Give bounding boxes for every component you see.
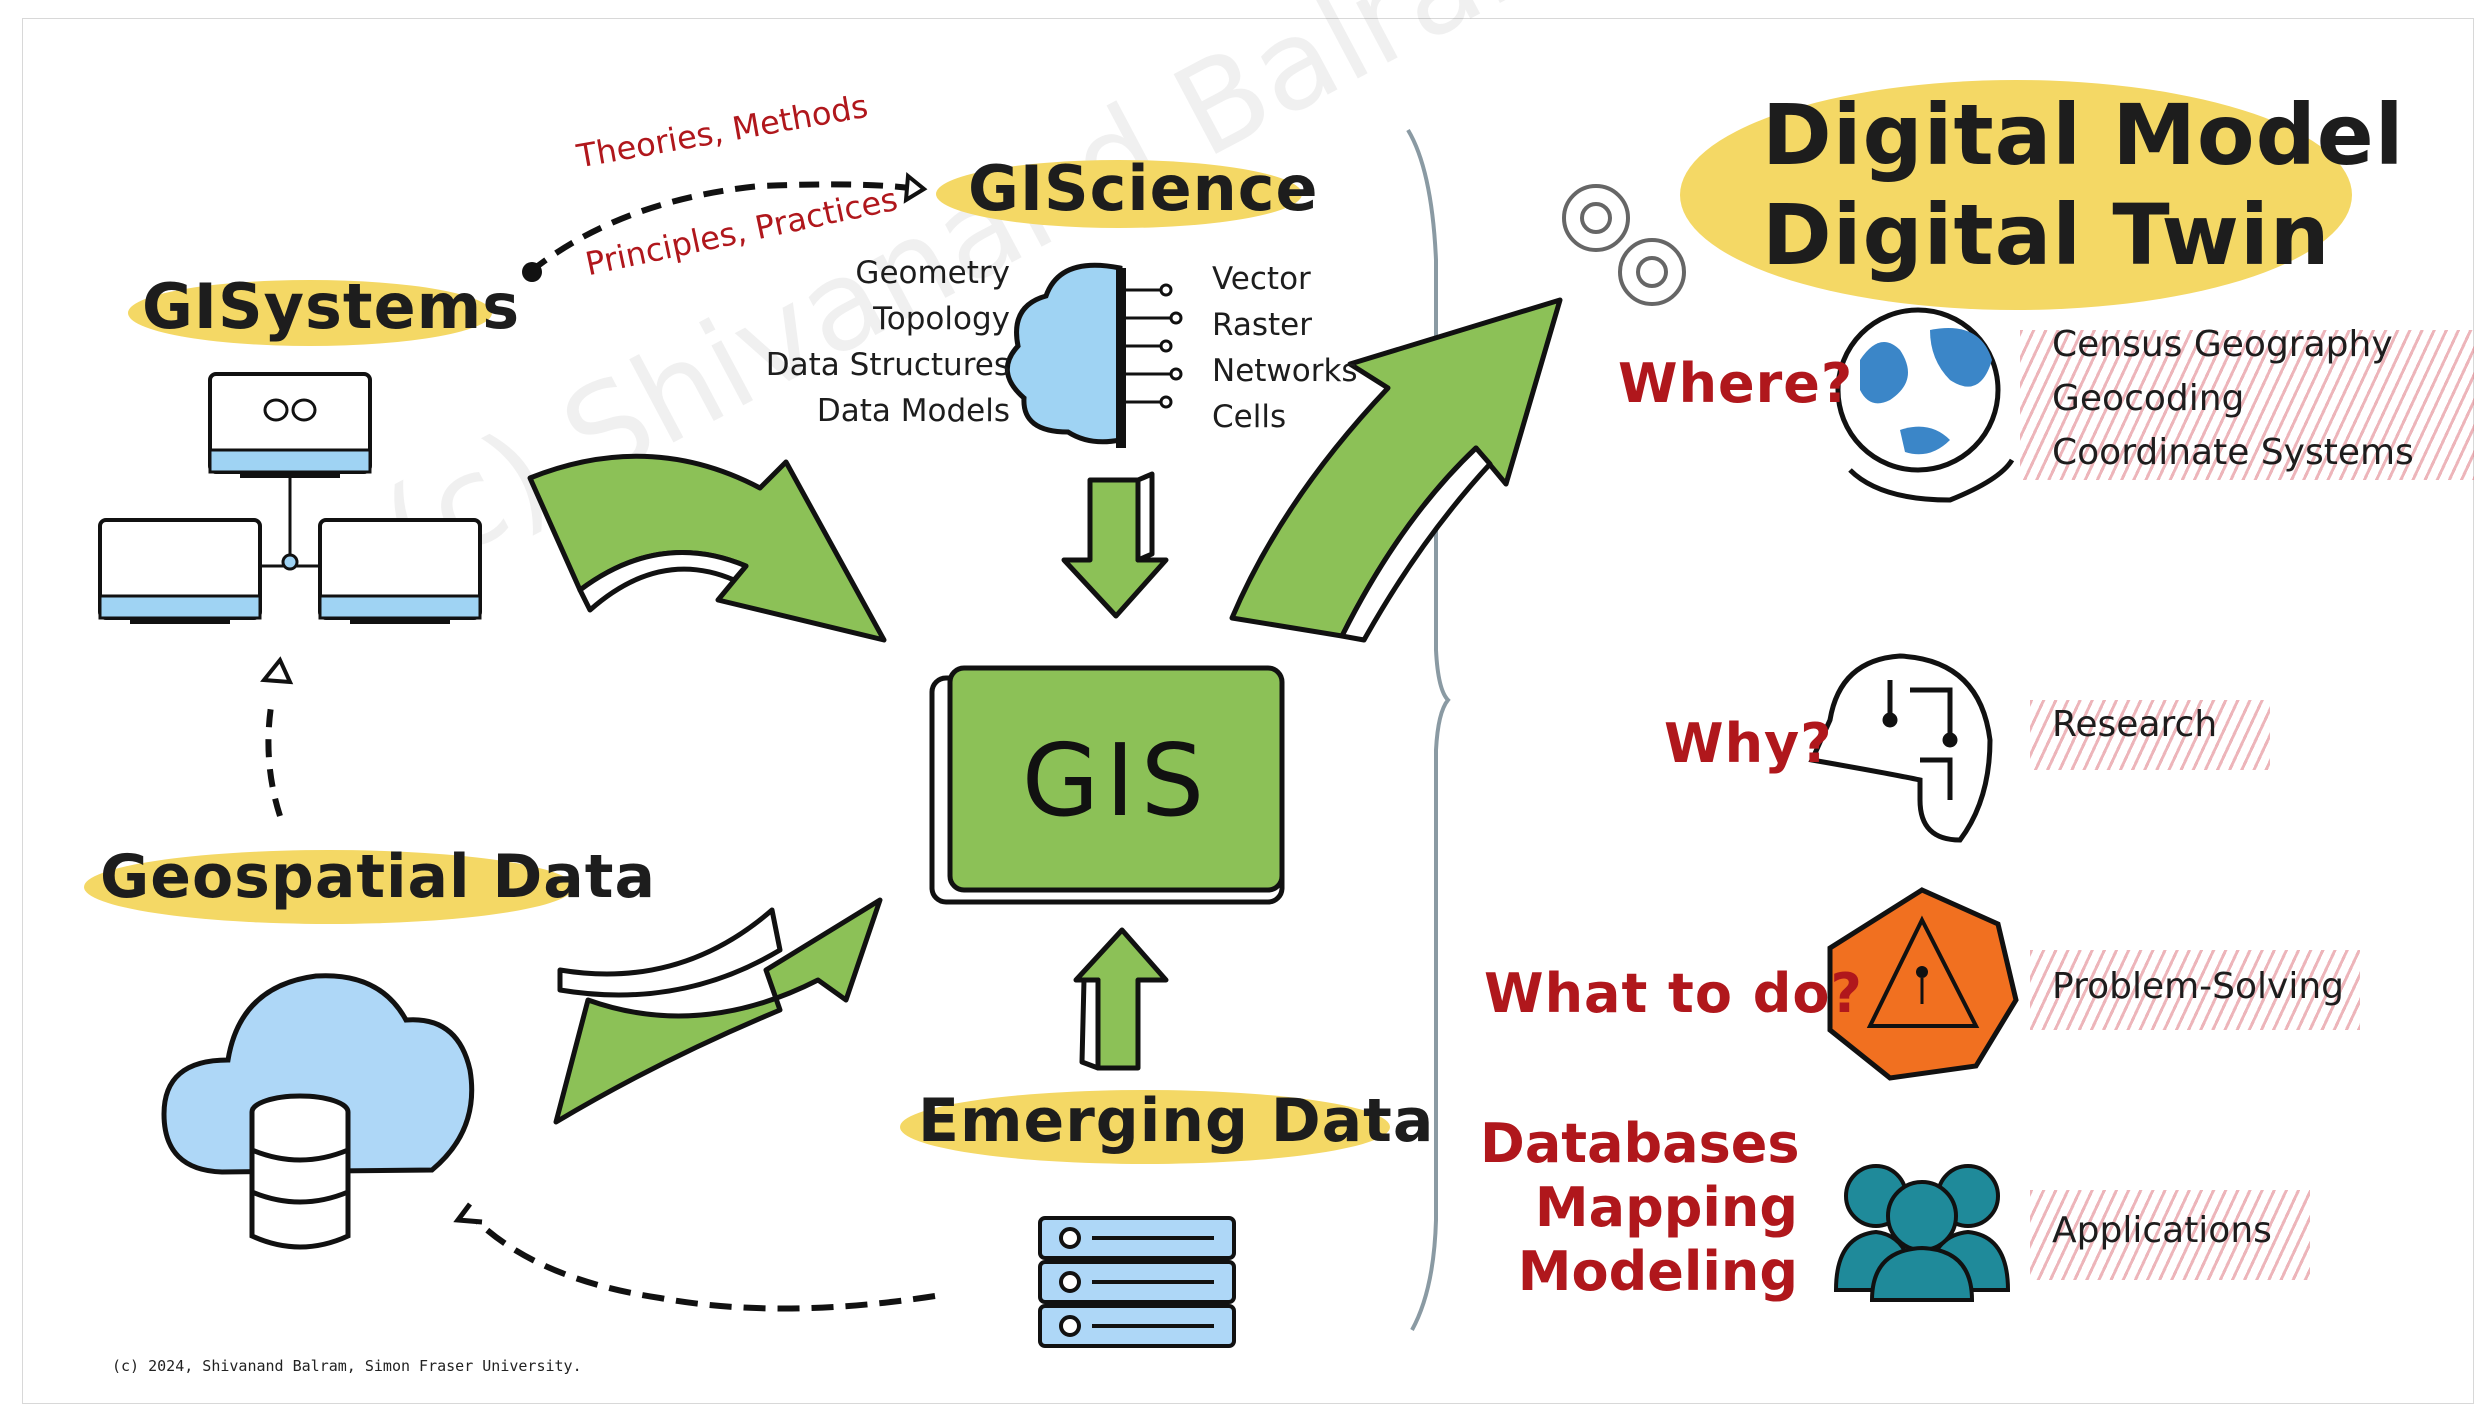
- hatch-census: [2020, 330, 2474, 480]
- vector-item: Vector: [1212, 261, 1311, 297]
- geometry-list: Geometry Topology Data Structures Data M…: [700, 250, 1010, 434]
- raster-item: Raster: [1212, 307, 1312, 343]
- arrow-geospatial-to-gis: [553, 897, 883, 1125]
- where-items: Census Geography Geocoding Coordinate Sy…: [2052, 318, 2414, 480]
- brain-icon: [1004, 262, 1183, 448]
- arrow-gisystems-to-gis: [527, 453, 887, 643]
- divider-bracket: [1406, 128, 1451, 1331]
- arrow-gis-to-digital-twin: [1229, 297, 1563, 643]
- hatch-problem: [2030, 950, 2360, 1030]
- why-label: Why?: [1664, 712, 1833, 775]
- census-geography-item: Census Geography: [2052, 324, 2393, 365]
- modeling-label: Modeling: [1517, 1240, 1798, 1303]
- arrow-emerging-up: [1073, 927, 1169, 1071]
- digital-twin-label: Digital Twin: [1762, 186, 2331, 284]
- robot-head-icon: [1808, 653, 1993, 843]
- dashed-arrow-bottom: [475, 1219, 936, 1312]
- gears-icon: [1562, 184, 1686, 306]
- geospatial-data-label: Geospatial Data: [100, 842, 656, 912]
- problem-solving-item: Problem-Solving: [2052, 966, 2345, 1007]
- people-group-icon: [1833, 1164, 2011, 1302]
- gisystems-label: GISystems: [142, 270, 521, 343]
- emerging-highlight: [900, 1090, 1390, 1164]
- networks-item: Networks: [1212, 353, 1358, 389]
- server-rack-icon: [1038, 1216, 1236, 1348]
- dashed-arrow-up: [265, 699, 283, 817]
- geometry-item: Geometry: [855, 255, 1010, 291]
- gis-label: GIS: [1021, 722, 1211, 839]
- what-to-do-label: What to do?: [1484, 962, 1863, 1025]
- geospatial-highlight: [84, 850, 574, 924]
- globe-hand-icon: [1835, 307, 2015, 503]
- copyright-notice: (c) 2024, Shivanand Balram, Simon Fraser…: [112, 1357, 582, 1375]
- model-list: Vector Raster Networks Cells: [1212, 256, 1358, 440]
- digital-model-label: Digital Model: [1762, 86, 2405, 184]
- gisystems-highlight: [128, 280, 492, 346]
- db-stack-labels: Databases Mapping Modeling: [1480, 1112, 1800, 1304]
- giscience-label: GIScience: [968, 152, 1319, 225]
- emerging-data-label: Emerging Data: [918, 1086, 1435, 1156]
- databases-label: Databases: [1480, 1112, 1800, 1175]
- arrow-giscience-down: [1061, 471, 1169, 619]
- hatch-applications: [2030, 1190, 2310, 1280]
- applications-item: Applications: [2052, 1210, 2272, 1251]
- hatch-research: [2030, 700, 2270, 770]
- data-structures-item: Data Structures: [765, 347, 1010, 383]
- geocoding-item: Geocoding: [2052, 378, 2245, 419]
- digital-title-highlight: [1680, 80, 2352, 310]
- topology-item: Topology: [873, 301, 1010, 337]
- dashed-arrow-top: [528, 181, 911, 275]
- research-item: Research: [2052, 704, 2218, 745]
- data-models-item: Data Models: [816, 393, 1010, 429]
- cells-item: Cells: [1212, 399, 1287, 435]
- gis-box: [929, 665, 1285, 905]
- coordinate-systems-item: Coordinate Systems: [2052, 432, 2414, 473]
- network-monitors-icon: [98, 372, 482, 624]
- mapping-label: Mapping: [1534, 1176, 1798, 1239]
- cloud-database-icon: [161, 973, 475, 1250]
- giscience-highlight: [936, 160, 1302, 228]
- d20-die-icon: [1827, 887, 2019, 1081]
- where-label: Where?: [1618, 352, 1854, 415]
